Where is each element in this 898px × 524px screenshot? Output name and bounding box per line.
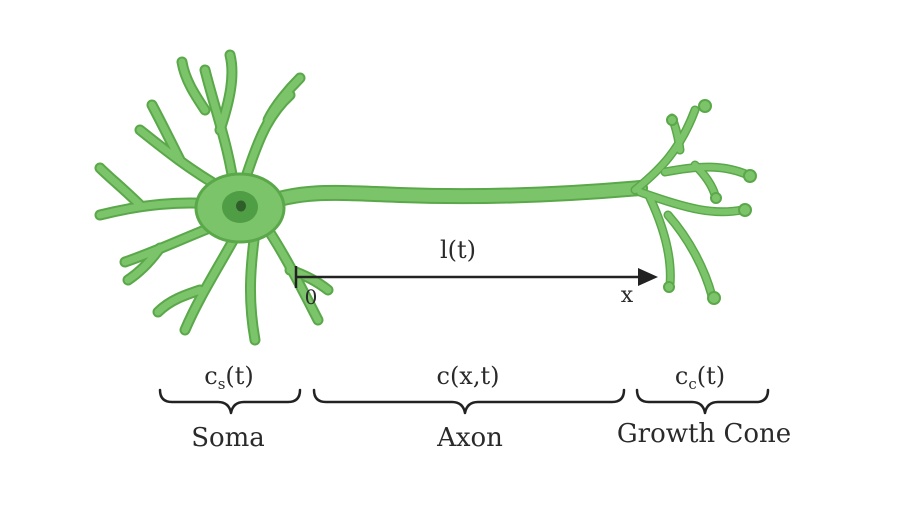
braces <box>158 388 770 415</box>
cone-concentration-label: cc(t) <box>675 362 725 393</box>
length-arrow <box>294 266 658 288</box>
axon-concentration-label: c(x,t) <box>437 362 500 390</box>
cone-brace <box>635 388 770 415</box>
arrow-head <box>638 268 658 286</box>
axon-brace <box>312 388 626 415</box>
neuron <box>94 49 757 346</box>
nucleolus <box>236 200 246 212</box>
end-label: x <box>621 283 634 308</box>
growth-cone-label: Growth Cone <box>617 419 791 449</box>
soma-brace <box>158 388 302 415</box>
origin-label: 0 <box>305 285 318 309</box>
length-label: l(t) <box>440 236 476 264</box>
soma-concentration-label: cs(t) <box>204 362 254 393</box>
soma-label: Soma <box>191 423 265 453</box>
axon-label: Axon <box>436 423 503 453</box>
growth-cone-tips <box>663 99 757 305</box>
